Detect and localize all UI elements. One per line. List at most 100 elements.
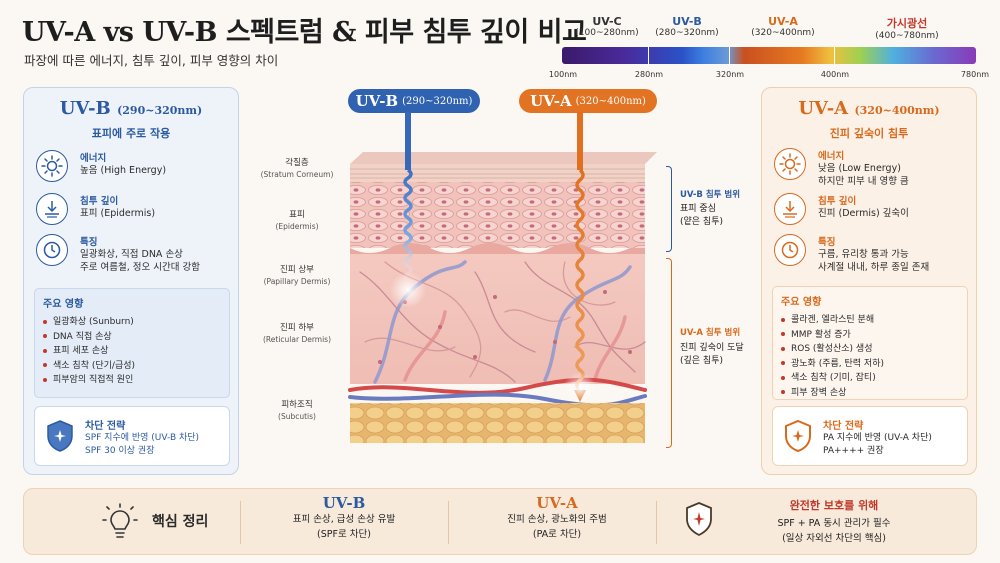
band-name: 가시광선 — [886, 17, 928, 30]
shield-icon — [45, 419, 75, 457]
layer-name: 진피 하부 — [280, 323, 314, 333]
summary-line: 표피 손상, 급성 손상 유발 — [292, 514, 396, 525]
uvb-strategy-box: 차단 전략 SPF 지수에 반영 (UV-B 차단) SPF 30 이상 권장 — [34, 406, 230, 466]
summary-uvb-heading: UV-B — [322, 494, 366, 512]
shield-icon — [783, 419, 813, 457]
summary-line: (일상 자외선 차단의 핵심) — [782, 533, 886, 544]
layer-name-en: (Reticular Dermis) — [262, 335, 332, 344]
effect-item: MMP 활성 증가 — [781, 328, 959, 343]
depth-value: 진피 (Dermis) 깊숙이 — [818, 208, 909, 219]
strategy-value: SPF 지수에 반영 (UV-B 차단) SPF 30 이상 권장 — [85, 432, 199, 458]
page-subtitle: 파장에 따른 에너지, 침투 깊이, 피부 영향의 차이 — [24, 53, 279, 68]
effect-item: 피부 장벽 손상 — [781, 386, 959, 401]
spectrum-divider — [729, 45, 730, 66]
page-title: UV-A vs UV-B 스펙트럼 & 피부 침투 깊이 비교 — [22, 17, 587, 48]
summary-uvb: UV-B 표피 손상, 급성 손상 유발 (SPF로 차단) — [244, 489, 444, 554]
band-name: UV-C — [592, 15, 622, 28]
effects-title: 주요 영향 — [43, 299, 84, 310]
feature-line: 사계절 내내, 하루 종일 존재 — [818, 262, 930, 273]
layer-name-en: (Subcutis) — [278, 412, 316, 421]
effect-item: 표피 세포 손상 — [43, 344, 221, 359]
spectrum-tick: 780nm — [960, 70, 990, 79]
uva-beam — [564, 112, 596, 404]
uvb-panel-subtitle: 표피에 주로 작용 — [91, 127, 171, 140]
uvb-beam — [390, 112, 426, 308]
effect-item: ROS (활성산소) 생성 — [781, 342, 959, 357]
feature-label: 특징 — [818, 237, 836, 248]
uvb-pill-label: UV-B(290~320nm) — [348, 89, 480, 113]
depth-value: 표피 (Epidermis) — [80, 208, 156, 219]
summary-line: (SPF로 차단) — [317, 529, 371, 540]
energy-label: 에너지 — [80, 153, 107, 164]
strategy-line: SPF 지수에 반영 (UV-B 차단) — [85, 433, 200, 443]
range-title: UV-A 침투 범위 — [680, 328, 741, 338]
spectrum-divider — [834, 45, 835, 66]
uva-pill-label: UV-A(320~400nm) — [519, 89, 657, 113]
layer-label-papillary-dermis: 진피 상부 (Papillary Dermis) — [248, 265, 346, 287]
spectrum-band-uvb: UV-B (280~320nm) — [642, 15, 732, 38]
summary-divider — [448, 501, 449, 544]
layer-name: 표피 — [289, 210, 305, 220]
layer-label-epidermis: 표피 (Epidermis) — [248, 210, 346, 232]
band-range: (320~400nm) — [751, 28, 815, 38]
strategy-line: PA++++ 권장 — [823, 446, 884, 456]
depth-label: 침투 깊이 — [80, 196, 119, 207]
layer-name-en: (Epidermis) — [275, 222, 319, 231]
summary-protection-text: 완전한 보호를 위해 SPF + PA 동시 관리가 필수 (일상 자외선 차단… — [744, 489, 924, 546]
feature-value: 일광화상, 직접 DNA 손상 주로 여름철, 정오 시간대 강함 — [80, 248, 200, 274]
range-value: 진피 깊숙이 도달 (깊은 침투) — [680, 342, 744, 368]
spectrum-band-visible: 가시광선 (400~780nm) — [862, 15, 952, 41]
range-line: (깊은 침투) — [680, 356, 724, 366]
feature-line: 주로 여름철, 정오 시간대 강함 — [80, 262, 200, 273]
layer-label-reticular-dermis: 진피 하부 (Reticular Dermis) — [248, 323, 346, 345]
band-range: (100~280nm) — [575, 28, 639, 38]
strategy-line: PA 지수에 반영 (UV-A 차단) — [823, 433, 932, 443]
spectrum-bar — [562, 47, 976, 64]
strategy-title: 차단 전략 — [823, 421, 864, 432]
pill-title: UV-B — [355, 92, 399, 110]
uvb-panel-title: UV-B (290~320nm) — [24, 98, 238, 119]
spectrum-tick: 400nm — [820, 70, 850, 79]
spectrum-divider — [648, 45, 649, 66]
layer-name: 각질층 — [285, 158, 309, 168]
summary-divider — [656, 501, 657, 544]
energy-line: 하지만 피부 내 영향 큼 — [818, 176, 909, 187]
uva-panel: UV-A (320~400nm) 진피 깊숙이 침투 에너지 낮음 (Low E… — [761, 87, 977, 475]
feature-value: 구름, 유리창 통과 가능 사계절 내내, 하루 종일 존재 — [818, 248, 929, 274]
shield-icon — [684, 501, 714, 541]
uvb-range: (290~320nm) — [117, 104, 203, 117]
clock-icon — [774, 234, 806, 266]
uva-effects-box: 주요 영향 콜라겐, 엘라스틴 분해 MMP 활성 증가 ROS (활성산소) … — [772, 286, 968, 400]
uva-strategy-box: 차단 전략 PA 지수에 반영 (UV-A 차단) PA++++ 권장 — [772, 406, 968, 466]
band-name: UV-B — [672, 15, 702, 28]
range-line: (얕은 침투) — [680, 217, 724, 227]
layer-name: 진피 상부 — [280, 265, 314, 275]
summary-uva: UV-A 진피 손상, 광노화의 주범 (PA로 차단) — [452, 489, 662, 554]
strategy-value: PA 지수에 반영 (UV-A 차단) PA++++ 권장 — [823, 432, 932, 458]
layer-name: 피하조직 — [281, 400, 313, 410]
spectrum-band-uva: UV-A (320~400nm) — [738, 15, 828, 38]
effect-item: 피부암의 직접적 원인 — [43, 373, 221, 388]
uva-range: (320~400nm) — [854, 104, 940, 117]
effect-item: 일광화상 (Sunburn) — [43, 315, 221, 330]
strategy-title: 차단 전략 — [85, 421, 126, 432]
spectrum-tick: 100nm — [548, 70, 578, 79]
band-range: (280~320nm) — [655, 28, 719, 38]
range-bracket — [666, 258, 672, 448]
uva-title: UV-A — [798, 98, 849, 119]
band-range: (400~780nm) — [875, 31, 939, 41]
effect-item: 광노화 (주름, 탄력 저하) — [781, 357, 959, 372]
feature-line: 구름, 유리창 통과 가능 — [818, 249, 909, 260]
range-line: 표피 중심 — [680, 204, 716, 214]
range-line: 진피 깊숙이 도달 — [680, 343, 744, 353]
summary-heading: 핵심 정리 — [24, 489, 244, 554]
summary-uva-heading: UV-A — [536, 494, 578, 512]
range-title: UV-B 침투 범위 — [680, 190, 741, 200]
uva-panel-title: UV-A (320~400nm) — [762, 98, 976, 119]
skin-cross-section — [348, 112, 657, 443]
summary-line: 진피 손상, 광노화의 주범 — [507, 514, 607, 525]
effects-title: 주요 영향 — [781, 297, 822, 308]
uvb-title: UV-B — [59, 98, 111, 119]
lightbulb-icon — [102, 503, 138, 545]
range-value: 표피 중심 (얕은 침투) — [680, 203, 723, 229]
